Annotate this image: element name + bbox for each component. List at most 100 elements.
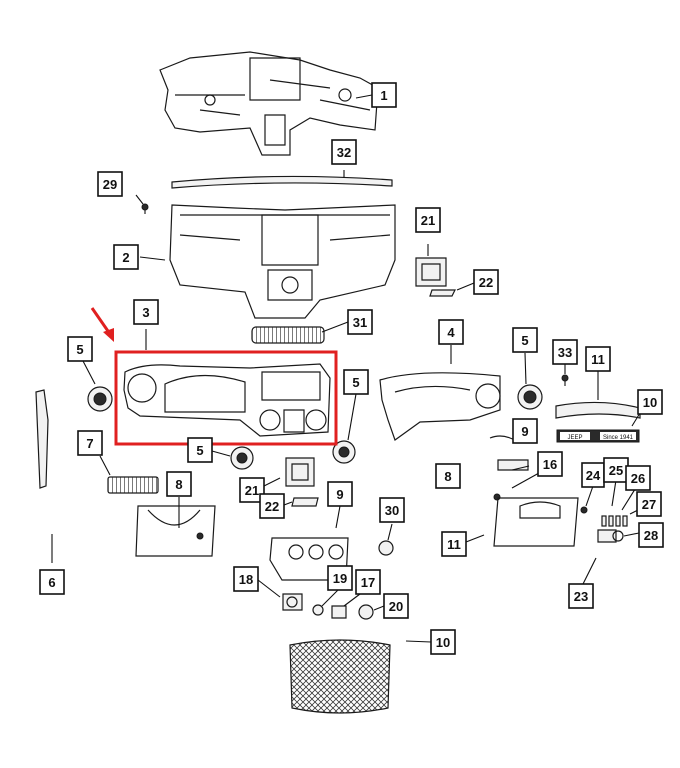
svg-text:9: 9 — [521, 424, 528, 439]
knob-30 — [378, 540, 394, 556]
callout-26: 26 — [625, 465, 651, 491]
svg-text:5: 5 — [196, 443, 203, 458]
grab-handle-15 — [555, 401, 641, 419]
svg-text:25: 25 — [609, 463, 623, 478]
svg-text:10: 10 — [643, 395, 657, 410]
clip-16 — [493, 493, 501, 501]
svg-text:18: 18 — [239, 572, 253, 587]
svg-text:11: 11 — [591, 352, 605, 367]
callout-3: 3 — [133, 299, 159, 325]
callout-10: 10 — [430, 629, 456, 655]
glovebox-11 — [493, 497, 579, 547]
callout-5-c: 5 — [343, 369, 369, 395]
knob-20 — [358, 604, 374, 620]
vent-grille-31 — [251, 326, 325, 344]
callout-8: 8 — [166, 471, 192, 497]
callout-19: 19 — [327, 565, 353, 591]
speaker-grille-7 — [107, 476, 159, 494]
callout-2: 2 — [113, 244, 139, 270]
badge-left-text: JEEP — [567, 435, 582, 441]
vent-housing-21-upper — [415, 257, 447, 287]
svg-text:26: 26 — [631, 471, 645, 486]
callout-15: 11 — [585, 346, 611, 372]
callout-14: 10 — [637, 389, 663, 415]
center-stack-9 — [269, 537, 349, 581]
callout-5-b: 5 — [512, 327, 538, 353]
svg-text:11: 11 — [447, 537, 461, 552]
callout-13: 9 — [512, 418, 538, 444]
callout-29: 29 — [97, 171, 123, 197]
callout-6: 6 — [39, 569, 65, 595]
svg-text:22: 22 — [479, 275, 493, 290]
red-arrow — [90, 307, 114, 342]
vent-housing-21-lower — [285, 457, 315, 487]
button-19 — [312, 604, 324, 616]
callout-30: 30 — [379, 497, 405, 523]
svg-text:29: 29 — [103, 177, 117, 192]
svg-text:5: 5 — [521, 333, 528, 348]
svg-text:33: 33 — [558, 345, 572, 360]
highlight-box — [114, 350, 338, 446]
callout-17: 17 — [355, 569, 381, 595]
storage-bin-10 — [289, 639, 391, 714]
svg-text:16: 16 — [543, 457, 557, 472]
svg-text:19: 19 — [333, 571, 347, 586]
callout-16: 16 — [537, 451, 563, 477]
callout-23: 23 — [568, 583, 594, 609]
screw-29 — [141, 203, 149, 214]
callout-22-lower: 22 — [259, 493, 285, 519]
svg-text:8: 8 — [444, 469, 451, 484]
callout-33: 33 — [552, 339, 578, 365]
svg-text:6: 6 — [48, 575, 55, 590]
callout-7: 7 — [77, 430, 103, 456]
svg-text:21: 21 — [421, 213, 435, 228]
svg-text:8: 8 — [175, 477, 182, 492]
round-vent-4 — [517, 384, 543, 410]
passenger-bezel — [379, 372, 501, 441]
svg-text:27: 27 — [642, 497, 656, 512]
hardware-set — [580, 506, 628, 543]
switch-18 — [282, 593, 303, 611]
svg-text:28: 28 — [644, 528, 658, 543]
round-vent-1 — [87, 386, 113, 412]
callout-5-a: 5 — [67, 336, 93, 362]
callout-25: 25 — [603, 457, 629, 483]
svg-text:21: 21 — [245, 483, 259, 498]
cross-car-beam — [159, 51, 379, 156]
instrument-panel-base — [169, 204, 396, 319]
lower-panel-8 — [135, 505, 216, 557]
callout-12: 8 — [435, 463, 461, 489]
svg-text:2: 2 — [122, 250, 129, 265]
round-vent-2 — [230, 446, 254, 470]
clip-22-upper — [429, 289, 456, 297]
svg-text:32: 32 — [337, 145, 351, 160]
svg-text:30: 30 — [385, 503, 399, 518]
svg-text:9: 9 — [336, 487, 343, 502]
round-vent-3 — [332, 440, 356, 464]
callout-22-upper: 22 — [473, 269, 499, 295]
svg-text:3: 3 — [142, 305, 149, 320]
callout-27: 27 — [636, 491, 662, 517]
leader-lines — [51, 94, 647, 643]
screw-33 — [561, 374, 569, 386]
svg-text:5: 5 — [76, 342, 83, 357]
callout-28: 28 — [638, 522, 664, 548]
badge-plate-14: JEEP Since 1941 — [556, 429, 640, 443]
cluster-bezel — [123, 363, 331, 437]
callout-1: 1 — [371, 82, 397, 108]
svg-text:24: 24 — [586, 468, 601, 483]
callout-21-upper: 21 — [415, 207, 441, 233]
wire-13 — [489, 435, 516, 441]
callout-4: 4 — [438, 319, 464, 345]
callout-9: 9 — [327, 481, 353, 507]
svg-text:31: 31 — [353, 315, 367, 330]
callout-20: 20 — [383, 593, 409, 619]
side-trim-6 — [35, 389, 49, 489]
callout-11: 11 — [441, 531, 467, 557]
grab-12 — [497, 459, 529, 471]
svg-text:4: 4 — [447, 325, 455, 340]
callout-24: 24 — [581, 462, 605, 488]
svg-text:5: 5 — [352, 375, 359, 390]
callout-18: 18 — [233, 566, 259, 592]
